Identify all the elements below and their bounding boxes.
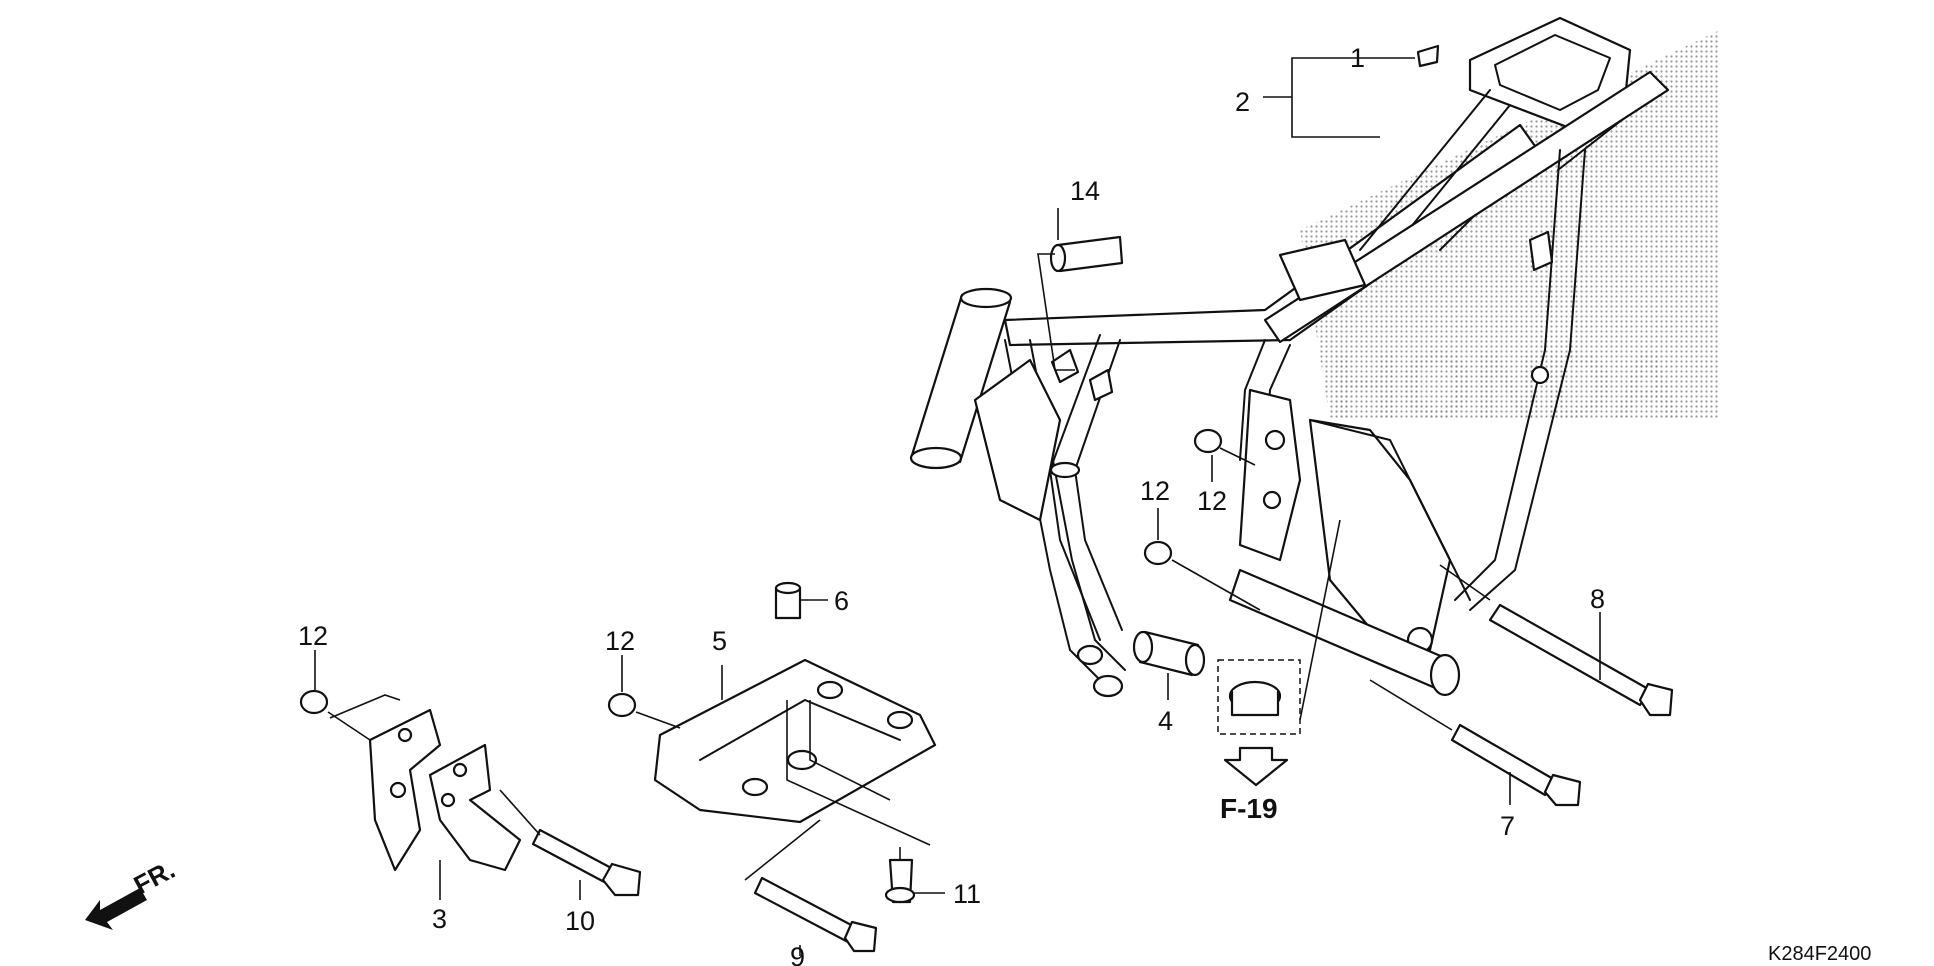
skid-plate-nut — [607, 692, 681, 729]
callout-9: 9 — [790, 942, 805, 966]
callout-8: 8 — [1590, 584, 1605, 614]
callout-leaders — [314, 208, 1601, 805]
part-5-skid-plate — [653, 658, 937, 881]
callout-1: 1 — [1350, 43, 1365, 73]
callout-labels: 1 2 3 4 5 6 7 8 9 10 11 12 12 12 12 14 — [298, 43, 1605, 966]
callout-4: 4 — [1158, 706, 1173, 736]
callout-11: 11 — [953, 879, 981, 909]
part-14-cap — [1037, 235, 1124, 371]
honda-watermark-text: HONDA — [1330, 332, 1682, 439]
honda-watermark: HONDA — [1300, 30, 1720, 439]
callout-10: 10 — [565, 906, 595, 936]
part-8-bolt — [1439, 564, 1674, 717]
callout-5: 5 — [712, 626, 727, 656]
part-9-bolt — [753, 876, 878, 956]
part-3-bracket — [329, 694, 522, 900]
part-10-bolt — [499, 789, 642, 900]
diagram-code: K284F2400 — [1768, 943, 1871, 965]
callout-3: 3 — [432, 904, 447, 934]
f19-reference-box — [1217, 519, 1341, 787]
part-11-bolt — [884, 858, 945, 904]
bracket-nut — [299, 689, 371, 741]
part-4-collar — [1132, 630, 1206, 677]
callout-14: 14 — [1070, 176, 1100, 206]
callout-12-skid-plate: 12 — [605, 626, 635, 656]
part-6-collar — [774, 581, 828, 620]
main-frame — [909, 16, 1670, 698]
frame-nuts — [1143, 428, 1261, 611]
callout-6: 6 — [834, 586, 849, 616]
callout-7: 7 — [1500, 811, 1515, 841]
callout-12-bracket: 12 — [298, 621, 328, 651]
callout-2: 2 — [1235, 87, 1250, 117]
reference-f19: F-19 — [1220, 793, 1278, 824]
front-direction-arrow: FR. — [85, 854, 180, 930]
part-1-2-leaders — [1263, 44, 1440, 138]
part-7-bolt — [1369, 679, 1582, 807]
callout-12-frame-lower: 12 — [1140, 476, 1170, 506]
callout-12-frame-upper: 12 — [1197, 486, 1227, 516]
